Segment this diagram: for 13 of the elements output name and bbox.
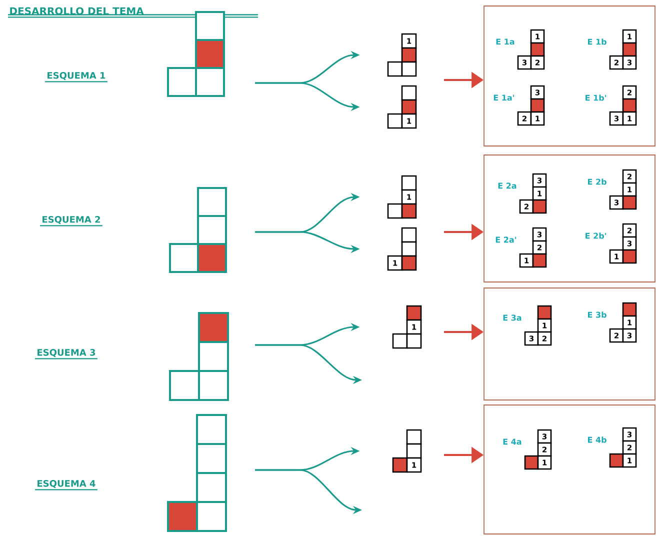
panel-frame <box>484 288 656 400</box>
heading: DESARROLLO DEL TEMA <box>8 7 258 18</box>
underlined-label: ESQUEMA 4 <box>35 480 98 490</box>
panel-frame <box>484 154 656 282</box>
tile-grid <box>169 187 227 273</box>
underlined-label: ESQUEMA 1 <box>45 72 108 82</box>
tile-grid <box>169 312 229 401</box>
underlined-label: ESQUEMA 2 <box>40 216 102 226</box>
panel-frame <box>484 404 656 534</box>
panel-frame <box>484 6 656 146</box>
tile-grid <box>167 414 227 532</box>
tile-grid <box>167 11 225 97</box>
underlined-label: ESQUEMA 3 <box>35 349 98 360</box>
